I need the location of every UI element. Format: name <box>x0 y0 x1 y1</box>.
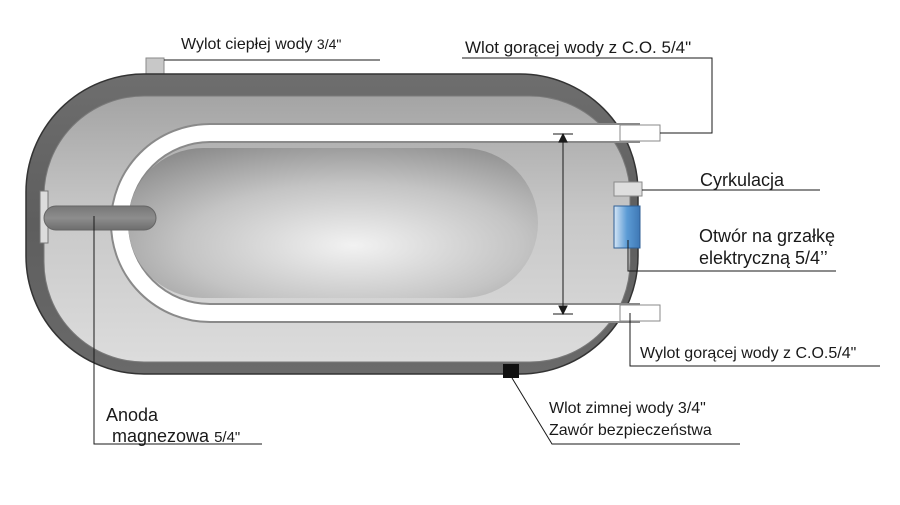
label-circulation: Cyrkulacja <box>700 170 785 190</box>
label-heating-outlet: Wylot gorącej wody z C.O.5/4" <box>640 345 857 362</box>
circulation-port <box>613 181 643 197</box>
cold-inlet-port <box>503 364 519 378</box>
label-anode-line1: Anoda <box>106 405 159 425</box>
label-hot-water-outlet-size: 3/4" <box>316 36 342 52</box>
heater-port <box>613 205 641 249</box>
leader-heater-port <box>627 240 836 272</box>
leader-anode <box>93 216 262 445</box>
dimension-arrow <box>553 132 573 316</box>
tank-core <box>128 148 538 298</box>
leader-heating-outlet <box>629 313 880 367</box>
leader-lines <box>93 57 880 445</box>
label-hot-water-outlet: Wylot ciepłej wody 3/4" <box>181 36 341 54</box>
label-cold-inlet-line1: Wlot zimnej wody 3/4" <box>549 400 706 417</box>
label-hot-water-outlet-text: Wylot ciepłej wody <box>181 36 313 53</box>
coil-outlet-stub <box>619 304 661 322</box>
label-heater-port-line2: elektryczną 5/4’’ <box>699 248 828 268</box>
label-cold-inlet-line2: Zawór bezpieczeństwa <box>549 422 712 439</box>
label-heating-inlet: Wlot gorącej wody z C.O. 5/4" <box>465 38 692 57</box>
label-anode-line2: magnezowa 5/4" <box>112 426 240 447</box>
label-anode-line2-size: 5/4" <box>214 429 241 446</box>
coil-inlet-stub <box>619 124 661 142</box>
anode-rod <box>43 205 157 231</box>
label-anode-line2-text: magnezowa <box>112 426 210 446</box>
leader-cold-inlet <box>511 377 740 445</box>
label-heater-port-line1: Otwór na grzałkę <box>699 226 836 246</box>
leader-heating-inlet <box>462 57 713 134</box>
